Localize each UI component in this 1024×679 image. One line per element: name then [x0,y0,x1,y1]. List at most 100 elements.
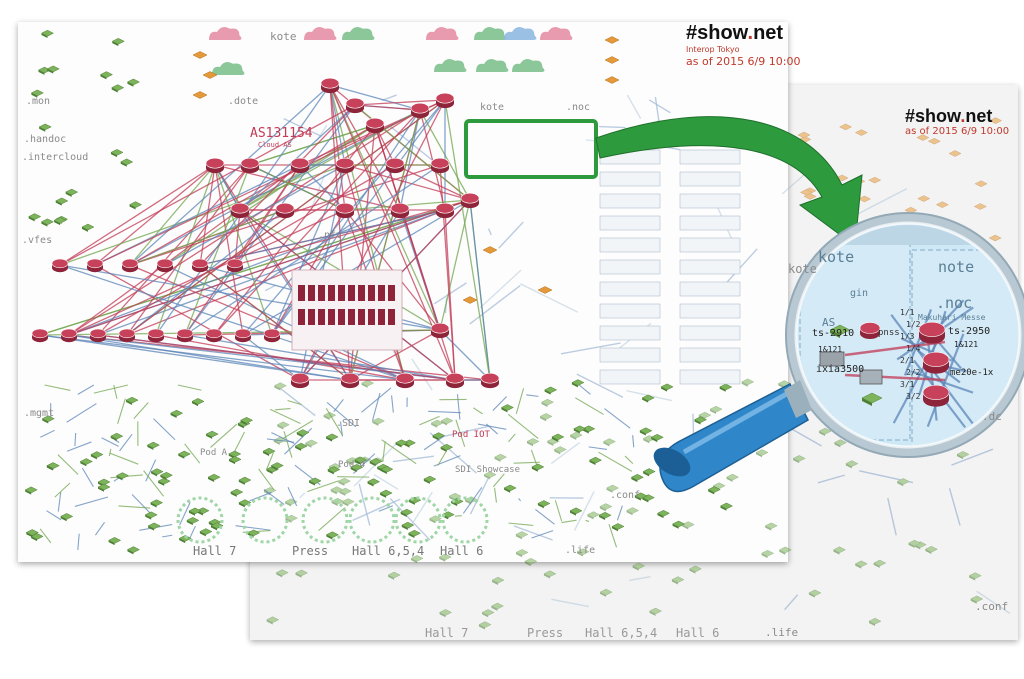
appliance-icon [192,51,208,59]
edge-router-icon [121,258,139,269]
timestamp: as of 2015 6/9 10:00 [686,55,801,68]
lens-router-icon [859,322,881,334]
access-link [361,387,392,413]
access-link [477,423,507,430]
legend-box [599,347,661,363]
legend-box [599,237,661,253]
wifi-area-icon [301,496,349,544]
access-link [307,480,339,493]
access-link [326,401,357,428]
legend-box [679,171,741,187]
port-label: 3/2 [906,392,921,401]
mag-ts2950: ts-2950 [948,326,991,337]
core-router-icon [435,92,455,104]
edge-router-icon [147,328,165,339]
access-link [287,487,298,507]
core-link [59,104,356,266]
zone-mon: .mon [26,96,51,107]
legend-box [679,237,741,253]
core-router-icon [445,372,465,384]
core-router-icon [335,202,355,214]
access-link [325,408,344,436]
access-link [578,384,591,395]
access-link [117,398,126,424]
access-link [473,407,483,415]
legend-box [679,149,741,165]
core-link [59,264,406,381]
core-link [239,104,356,211]
core-link [234,164,301,266]
mag-pnss: pnss [878,328,900,338]
access-link [235,525,271,531]
access-link [131,494,153,516]
access-link [109,452,139,465]
appliance-icon [482,246,498,254]
cloud-icon [434,59,467,72]
noc-highlight-box [464,119,598,179]
server-icon [368,285,375,301]
access-link [419,415,440,426]
core-link [94,264,301,381]
cloud-icon [474,27,507,40]
access-link [266,452,274,470]
server-icon [388,285,395,301]
core-link [199,104,356,266]
access-link [604,408,631,429]
back-link [352,498,401,522]
back-link [784,594,799,611]
access-link [455,419,466,447]
cloud-icon [342,27,375,40]
lens-highlight [794,221,1022,449]
core-router-icon [390,202,410,214]
as-subtitle: Cloud AS [258,141,292,149]
legend-box [679,347,741,363]
access-link [454,515,462,517]
core-link [39,334,351,381]
wifi-area-icon [241,496,289,544]
core-link [68,209,401,336]
core-link [97,334,456,381]
back-appliance-icon [988,234,1002,242]
port-label: 1/4 [906,344,921,353]
access-link [531,530,554,539]
back-appliance-icon [857,195,872,203]
hall-6-label: Hall 6 [440,544,484,558]
front-map-layer [24,27,777,555]
access-link [598,451,633,472]
edge-router-icon [156,258,174,269]
access-link [263,488,285,506]
core-link [39,334,406,381]
back-zone-life: .life [765,626,799,639]
back-link [389,498,431,541]
legend-box [679,215,741,231]
back-appliance-icon [797,131,811,139]
edge-router-icon [205,328,223,339]
access-link [492,396,508,411]
mag-ts2950-sub: 1&121 [954,340,979,349]
access-link [282,420,314,439]
zone-handoc: .handoc [24,134,67,145]
core-link [394,164,471,201]
cloud-icon [512,59,545,72]
back-link [275,384,316,417]
legend-box [679,193,741,209]
server-icon [318,285,325,301]
mag-l2-121: 1&121 [818,345,843,354]
core-router-icon [460,192,480,204]
access-switch-icon [125,396,139,404]
back-appliance-icon [973,203,987,210]
server-icon [378,309,385,325]
back-link [599,125,626,129]
access-link [210,423,238,448]
core-link [97,164,396,336]
legend-box [599,215,661,231]
back-link [951,448,994,466]
core-router-icon [430,157,450,169]
access-link [530,449,538,465]
edge-router-icon [31,328,49,339]
back-hall-6: Hall 6 [676,626,720,640]
back-link [976,590,1011,615]
legend-box [679,369,741,385]
server-icon [338,309,345,325]
wifi-area-icon [441,496,489,544]
